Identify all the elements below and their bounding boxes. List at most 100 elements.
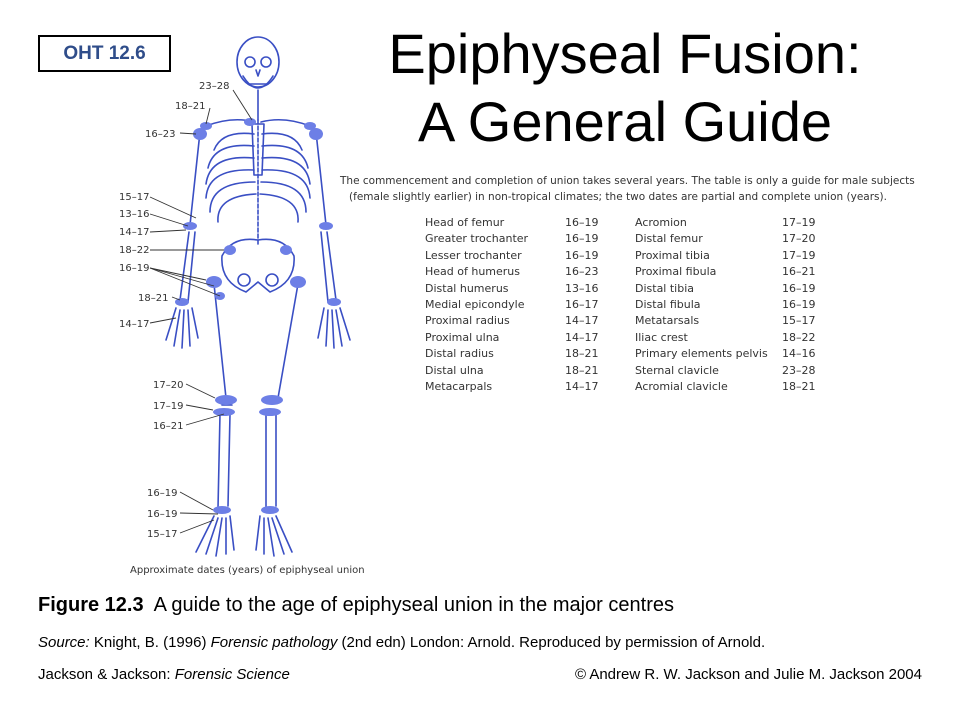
humerus-right: [315, 131, 327, 226]
footer-book: Forensic Science: [174, 666, 290, 683]
marker-distal-tibia-right: [261, 506, 279, 514]
bone-name-right: Acromion: [635, 216, 687, 229]
leader-9: [171, 296, 181, 301]
leader-lines: [149, 89, 253, 534]
marker-sternal-clavicle: [244, 118, 256, 126]
rib-right-6: [259, 193, 299, 223]
age-range-left: 18–21: [565, 347, 599, 361]
femur-left: [213, 283, 227, 399]
age-range-right: 17–19: [782, 248, 816, 262]
age-range-right: 17–20: [782, 232, 816, 246]
fusion-markers: [175, 118, 341, 514]
bone-name-left: Metacarpals: [425, 379, 493, 393]
skel-label-1: 18–21: [175, 101, 205, 112]
rib-right-5: [260, 181, 307, 213]
leader-10: [149, 317, 177, 324]
intro-line-2: (female slightly earlier) in non-tropica…: [349, 191, 887, 203]
bone-name-left: Distal ulna: [425, 363, 484, 377]
marker-head-femur-left: [206, 276, 222, 288]
rib-right-2: [261, 144, 309, 169]
marker-acromial-clavicle-right: [304, 122, 316, 130]
bone-name-right: Acromial clavicle: [635, 379, 728, 393]
hand-right: [317, 307, 351, 349]
skel-label-0: 23–28: [199, 81, 229, 92]
skel-label-14: 16–19: [147, 509, 177, 520]
rib-left-5: [209, 181, 256, 213]
leader-8c: [149, 267, 221, 297]
bone-name-left: Medial epicondyle: [425, 297, 525, 311]
leader-11: [185, 383, 216, 399]
skel-label-8: 18–21: [138, 293, 168, 304]
jaw: [242, 75, 274, 89]
age-range-right: 16–19: [782, 281, 816, 295]
bone-name-right: Proximal tibia: [635, 248, 710, 262]
age-range-left: 13–16: [565, 281, 599, 295]
skel-label-5: 14–17: [119, 227, 149, 238]
humerus-left: [189, 131, 201, 226]
source-line: Source: Knight, B. (1996) Forensic patho…: [38, 634, 765, 651]
marker-proximal-tibia-right: [259, 408, 281, 416]
footer-left: Jackson & Jackson: Forensic Science: [38, 666, 290, 683]
leader-15: [179, 512, 219, 515]
eye-socket-right: [260, 56, 272, 68]
femur-right: [277, 283, 299, 399]
diagram-caption: Approximate dates (years) of epiphyseal …: [130, 565, 365, 576]
bone-name-left: Distal humerus: [425, 281, 509, 295]
marker-distal-radius-left: [175, 298, 189, 306]
hand-left: [165, 307, 199, 349]
skel-label-3: 15–17: [119, 192, 149, 203]
rib-right-4: [261, 169, 311, 199]
marker-proximal-tibia-left: [213, 408, 235, 416]
bone-name-right: Primary elements pelvis: [635, 347, 768, 361]
leader-2: [205, 107, 211, 125]
skel-label-13: 16–19: [147, 488, 177, 499]
marker-distal-humerus-left: [183, 222, 197, 230]
rib-right-1: [261, 132, 303, 151]
rib-left-4: [205, 169, 255, 199]
skull: [236, 36, 280, 88]
bone-name-right: Iliac crest: [635, 330, 688, 344]
skel-label-7: 16–19: [119, 263, 149, 274]
skel-label-10: 17–20: [153, 380, 183, 391]
intro-text: The commencement and completion of union…: [340, 173, 915, 205]
slide-title: Epiphyseal Fusion: A General Guide: [330, 20, 920, 156]
bone-name-right: Proximal fibula: [635, 265, 717, 279]
obturator-left: [237, 273, 251, 287]
eye-socket-left: [244, 56, 256, 68]
marker-distal-tibia-left: [213, 506, 231, 514]
age-range-left: 14–17: [565, 314, 599, 328]
age-range-left: 16–19: [565, 248, 599, 262]
bone-name-left: Distal radius: [425, 347, 494, 361]
source-text-1: Knight, B. (1996): [93, 634, 207, 651]
figure-label: Figure 12.3: [38, 594, 144, 616]
footer-authors: Jackson & Jackson:: [38, 666, 171, 683]
leader-16: [179, 519, 215, 534]
skel-label-6: 18–22: [119, 245, 149, 256]
skel-label-9: 14–17: [119, 319, 149, 330]
skel-label-2: 16–23: [145, 129, 175, 140]
age-range-left: 16–19: [565, 216, 599, 229]
marker-acromial-clavicle-left: [200, 122, 212, 130]
age-range-right: 18–21: [782, 379, 816, 393]
source-label: Source:: [38, 634, 90, 651]
marker-distal-radius-right: [327, 298, 341, 306]
leader-5: [149, 213, 189, 227]
figure-text: A guide to the age of epiphyseal union i…: [153, 594, 674, 616]
age-range-left: 16–23: [565, 265, 599, 279]
marker-distal-femur-right: [261, 395, 283, 405]
age-range-right: 16–19: [782, 297, 816, 311]
leader-12: [185, 404, 214, 411]
leader-8a: [149, 267, 207, 281]
leader-1: [232, 89, 253, 121]
bone-name-left: Proximal ulna: [425, 330, 500, 344]
age-range-left: 14–17: [565, 330, 599, 344]
bone-name-right: Distal femur: [635, 232, 703, 246]
age-range-right: 15–17: [782, 314, 816, 328]
marker-head-femur-right: [290, 276, 306, 288]
age-range-right: 14–16: [782, 347, 816, 361]
bone-name-right: Sternal clavicle: [635, 363, 719, 377]
leader-13: [185, 413, 225, 426]
bone-name-left: Head of femur: [425, 216, 505, 229]
age-range-left: 18–21: [565, 363, 599, 377]
